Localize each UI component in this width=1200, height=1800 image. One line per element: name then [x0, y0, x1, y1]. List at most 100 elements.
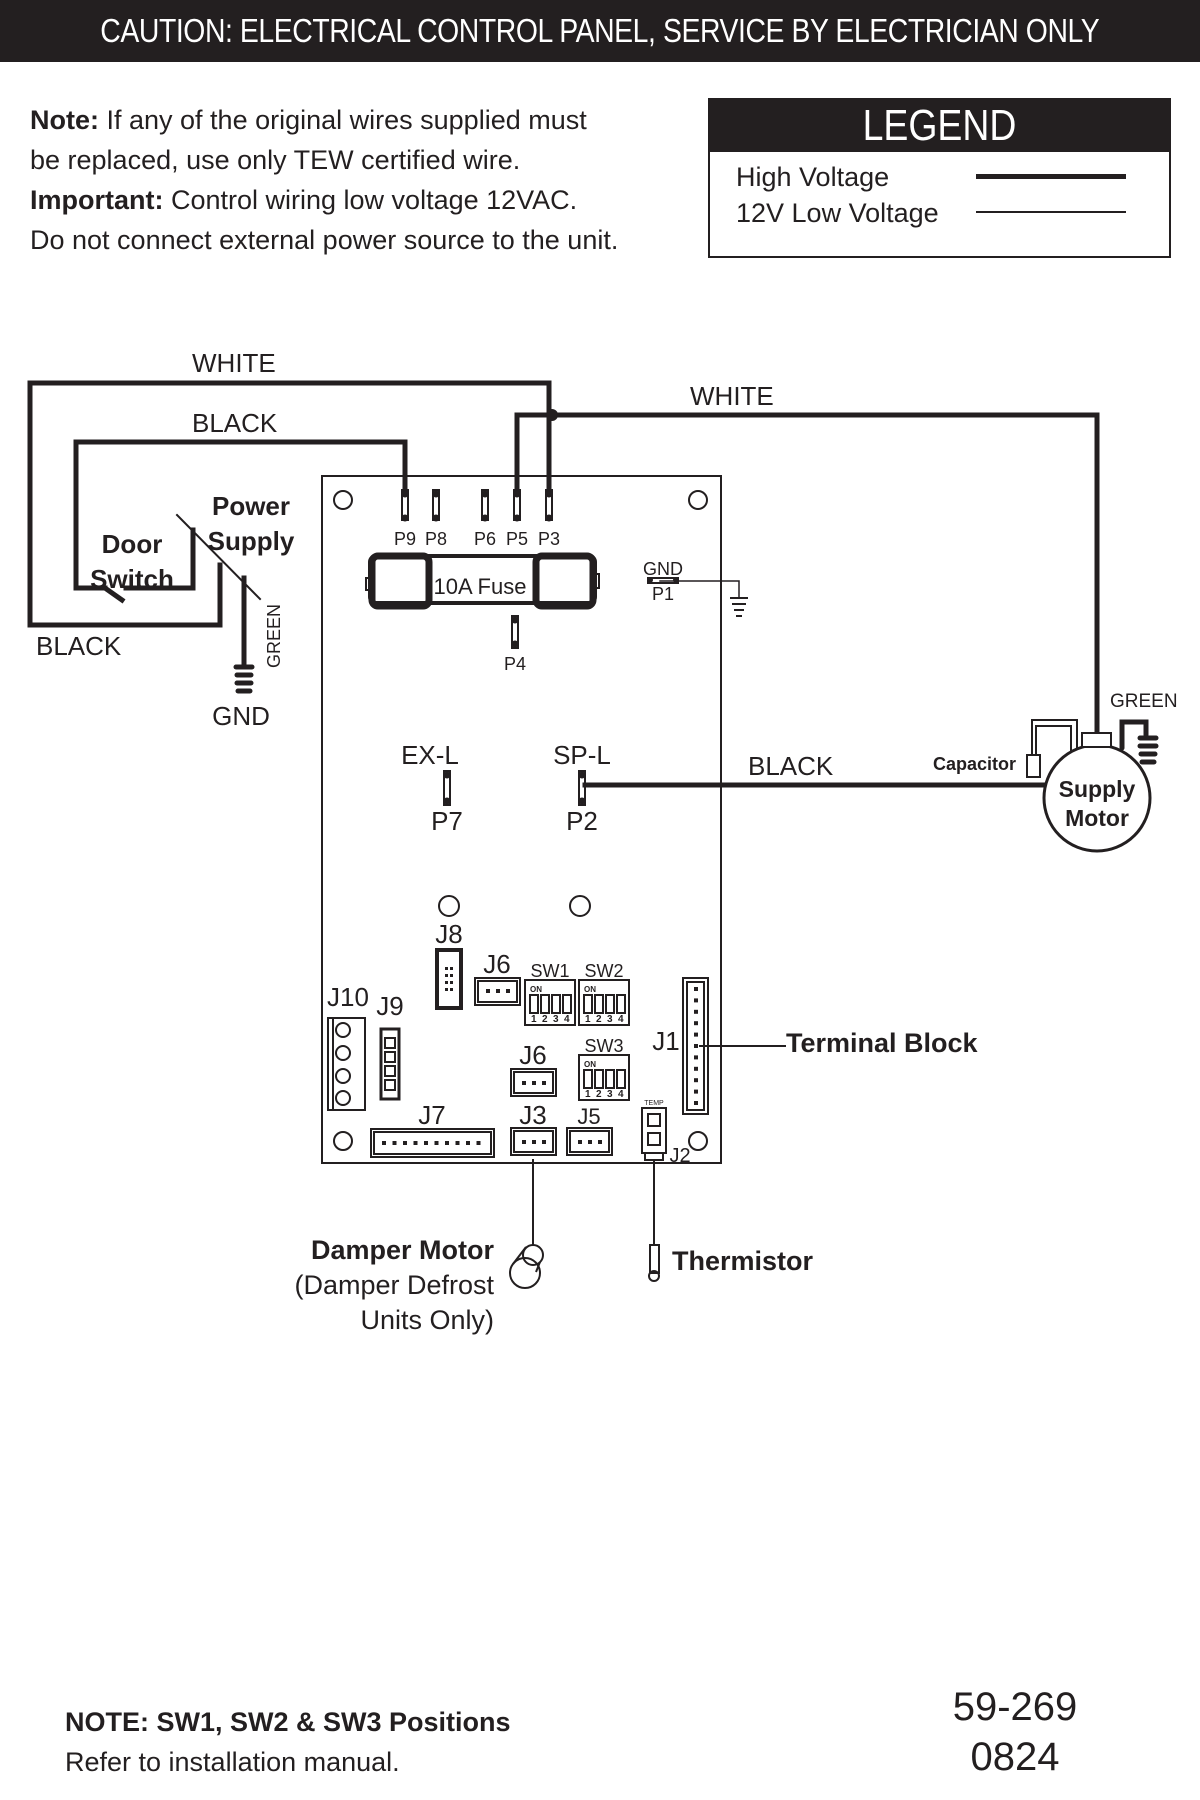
ground-icon-motor [1119, 719, 1159, 765]
dip-switch-sw2 [578, 979, 630, 1026]
label-j10: J10 [327, 982, 369, 1012]
damper-motor-icon [509, 1244, 544, 1289]
j7-pin [434, 1141, 439, 1145]
label-door-switch-1: Door [102, 529, 163, 559]
label-j1: J1 [652, 1026, 679, 1056]
j7-pin [466, 1141, 470, 1145]
wire-white-right [514, 412, 1100, 736]
supply-motor [1042, 732, 1152, 853]
legend-low-voltage-line [976, 211, 1126, 213]
caution-text: CAUTION: ELECTRICAL CONTROL PANEL, SERVI… [100, 12, 1100, 49]
dip-on-label: ON [584, 1060, 596, 1069]
label-supply-motor-2: Motor [1065, 805, 1129, 831]
j7-pin [413, 1141, 418, 1145]
fuse [365, 552, 600, 610]
connector-j2 [641, 1107, 667, 1161]
connector-j9 [379, 1027, 401, 1101]
label-sw2: SW2 [584, 961, 623, 981]
dip-number-label: 3 [607, 1089, 613, 1100]
pin-p3 [545, 489, 553, 522]
label-j6-lower: J6 [519, 1040, 546, 1070]
label-p1: P1 [652, 584, 674, 604]
mount-hole [333, 1131, 353, 1151]
label-black-motor: BLACK [748, 751, 834, 781]
j1-pin [694, 1044, 698, 1048]
door-switch-contact [101, 584, 126, 604]
label-damper-note-2: Units Only) [360, 1305, 494, 1335]
legend-box: LEGEND High Voltage 12V Low Voltage [708, 98, 1171, 258]
pin-p5 [513, 489, 521, 522]
label-p9: P9 [394, 529, 416, 549]
connector-j6-top [474, 977, 521, 1006]
pin-p9 [401, 489, 409, 522]
label-j9: J9 [376, 991, 403, 1021]
control-board [321, 475, 722, 1164]
label-p8: P8 [425, 529, 447, 549]
footer-note: NOTE: SW1, SW2 & SW3 Positions Refer to … [65, 1702, 511, 1782]
dip-number-label: 1 [585, 1089, 591, 1100]
label-p4: P4 [504, 654, 526, 674]
label-gnd-p1: GND [643, 559, 683, 579]
pin-p8 [432, 489, 440, 522]
mount-hole [333, 490, 353, 510]
legend-low-voltage-label: 12V Low Voltage [736, 198, 939, 228]
dip-number-label: 1 [531, 1014, 537, 1025]
label-terminal-block: Terminal Block [786, 1028, 979, 1058]
wire-black-top [73, 439, 408, 591]
note-text-1: If any of the original wires supplied mu… [99, 105, 587, 135]
dip-switch-sw3 [578, 1054, 630, 1101]
dip-number-label: 3 [553, 1014, 559, 1025]
dip-number-label: 4 [564, 1014, 570, 1025]
note-text-2: be replaced, use only TEW certified wire… [30, 145, 521, 175]
label-black-left: BLACK [36, 631, 122, 661]
j7-pin [424, 1141, 428, 1145]
important-text: Control wiring low voltage 12VAC. [163, 185, 578, 215]
j1-pin [694, 1021, 698, 1026]
dip-number-label: 2 [596, 1089, 602, 1100]
wire-black-switch [123, 527, 196, 591]
dip-switch-sw1 [524, 979, 576, 1026]
j1-pin [694, 1032, 698, 1037]
wire-white-left [27, 380, 552, 628]
label-p7: P7 [431, 806, 463, 836]
caution-banner: CAUTION: ELECTRICAL CONTROL PANEL, SERVI… [0, 0, 1200, 62]
label-j8: J8 [435, 919, 462, 949]
dip-number-label: 2 [596, 1014, 602, 1025]
label-black-top: BLACK [192, 408, 278, 438]
connector-j6-lower [510, 1068, 557, 1097]
label-spl: SP-L [553, 740, 611, 770]
dip-number-label: 4 [618, 1014, 624, 1025]
label-supply-motor-1: Supply [1059, 776, 1136, 802]
dip-number-label: 1 [585, 1014, 591, 1025]
label-power-supply-2: Supply [208, 526, 295, 556]
j1-pin [694, 1009, 698, 1014]
j1-pin [694, 1055, 698, 1060]
label-green-motor: GREEN [1110, 691, 1178, 712]
dip-on-label: ON [530, 985, 542, 994]
pin-p7 [443, 770, 451, 806]
mount-hole [688, 490, 708, 510]
pin-p2 [578, 770, 586, 806]
label-j2: J2 [669, 1145, 690, 1167]
label-green-ps: GREEN [264, 604, 284, 668]
note-label: Note: [30, 105, 99, 135]
label-exl: EX-L [401, 740, 459, 770]
ground-icon-p1 [730, 597, 748, 617]
label-j5: J5 [577, 1104, 600, 1129]
j7-pin [455, 1141, 460, 1145]
important-label: Important: [30, 185, 164, 215]
label-damper-note-1: (Damper Defrost [294, 1270, 494, 1300]
footer-note-text: Refer to installation manual. [65, 1747, 400, 1777]
label-j3: J3 [519, 1100, 546, 1130]
wire-gnd-p1 [659, 580, 740, 599]
footer-note-title: NOTE: SW1, SW2 & SW3 Positions [65, 1707, 511, 1737]
j7-pin [476, 1141, 481, 1145]
j7-pin [403, 1141, 407, 1145]
j1-pin [694, 987, 698, 991]
label-door-switch-2: Switch [90, 564, 174, 594]
mount-hole [688, 1131, 708, 1151]
label-sw1: SW1 [530, 961, 569, 981]
capacitor [1026, 719, 1078, 778]
j1-pin [694, 1078, 698, 1083]
